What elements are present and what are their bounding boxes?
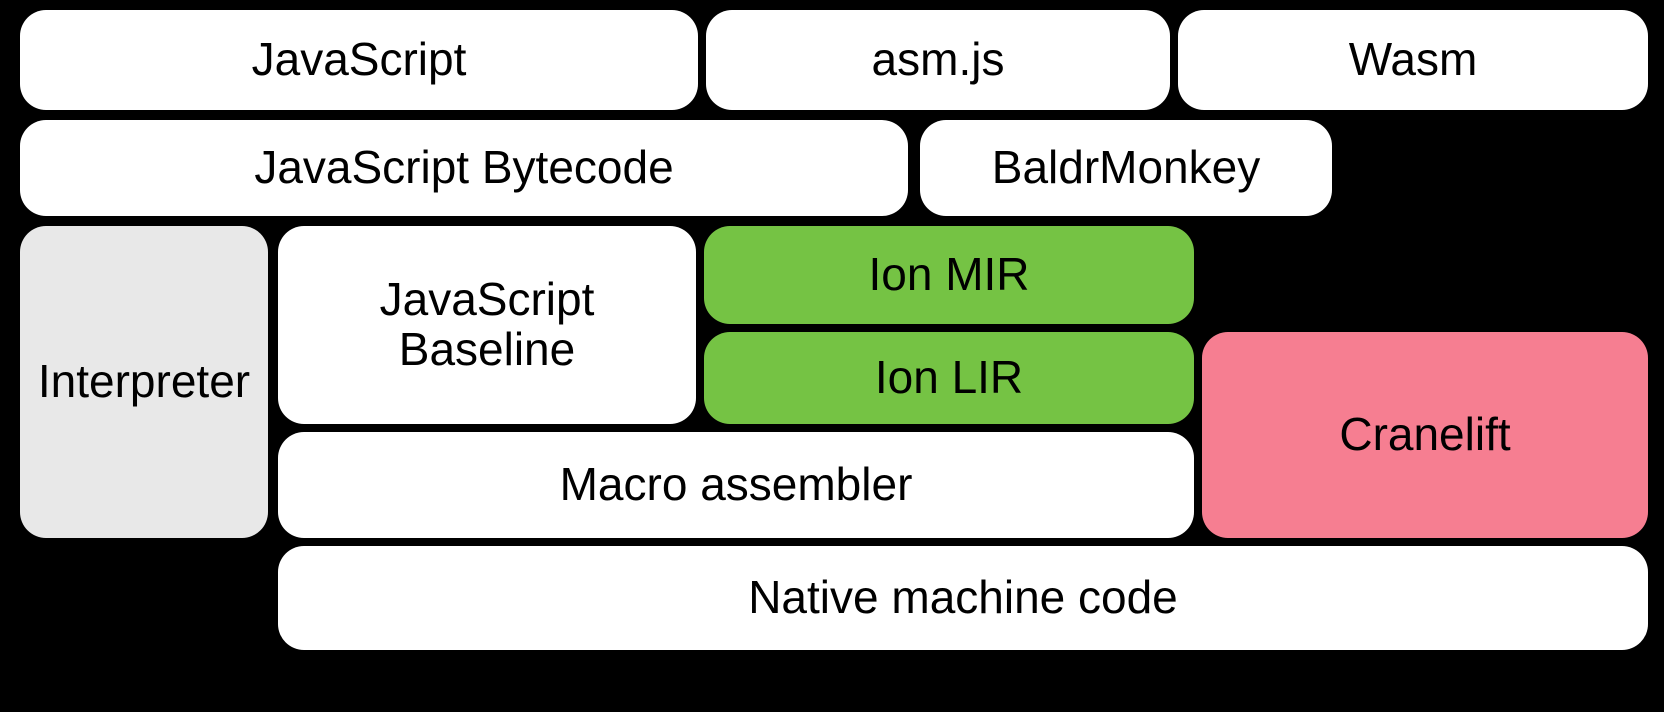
node-label-macro-assembler: Macro assembler	[559, 458, 913, 511]
node-label-javascript-bytecode: JavaScript Bytecode	[254, 141, 674, 194]
node-label-baldrmonkey: BaldrMonkey	[991, 141, 1261, 194]
node-label-ion-mir: Ion MIR	[868, 248, 1030, 301]
node-label-wasm: Wasm	[1348, 33, 1478, 86]
node-label-javascript: JavaScript	[251, 33, 467, 86]
node-label-cranelift: Cranelift	[1339, 408, 1511, 461]
node-javascript[interactable]: JavaScript	[20, 10, 698, 110]
node-label-javascript-baseline: JavaScript Baseline	[379, 273, 595, 375]
node-javascript-baseline[interactable]: JavaScript Baseline	[278, 226, 696, 424]
node-label-ion-lir: Ion LIR	[874, 351, 1024, 404]
node-ion-lir[interactable]: Ion LIR	[704, 332, 1194, 424]
node-ion-mir[interactable]: Ion MIR	[704, 226, 1194, 324]
node-javascript-bytecode[interactable]: JavaScript Bytecode	[20, 120, 908, 216]
node-label-interpreter: Interpreter	[37, 355, 251, 408]
node-macro-assembler[interactable]: Macro assembler	[278, 432, 1194, 538]
node-wasm[interactable]: Wasm	[1178, 10, 1648, 110]
node-interpreter[interactable]: Interpreter	[20, 226, 268, 538]
node-native-machine-code[interactable]: Native machine code	[278, 546, 1648, 650]
node-asm-js[interactable]: asm.js	[706, 10, 1170, 110]
node-baldrmonkey[interactable]: BaldrMonkey	[920, 120, 1332, 216]
node-cranelift[interactable]: Cranelift	[1202, 332, 1648, 538]
node-label-native-machine-code: Native machine code	[748, 571, 1178, 624]
node-label-asm-js: asm.js	[871, 33, 1005, 86]
